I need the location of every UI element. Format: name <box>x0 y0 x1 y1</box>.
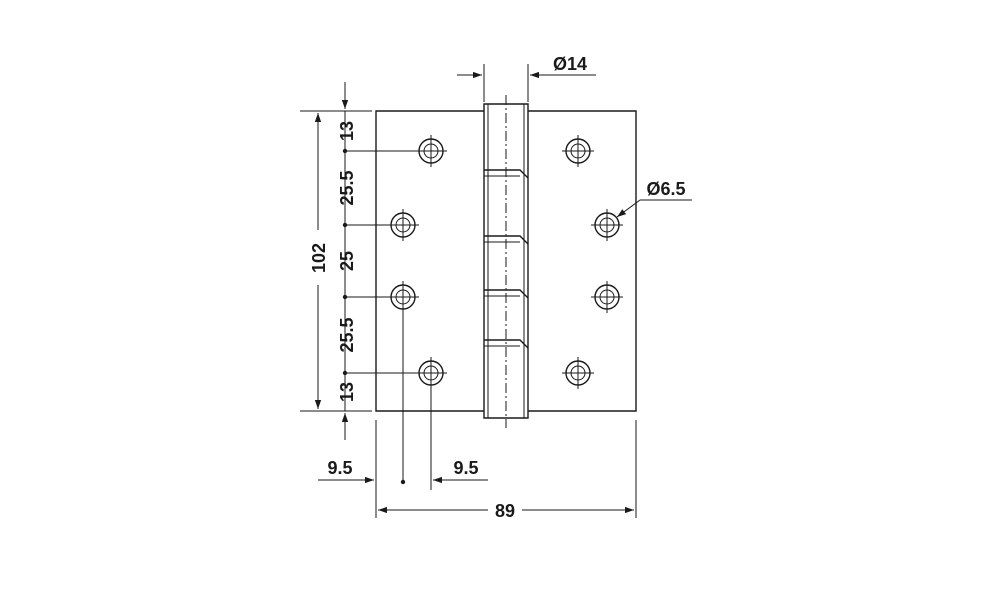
screw-hole <box>591 281 623 313</box>
pin-diameter-label: Ø14 <box>553 54 587 74</box>
screw-holes <box>387 135 623 389</box>
total-height-label: 102 <box>309 243 329 273</box>
inner-offset-label: 9.5 <box>453 458 478 478</box>
screw-hole <box>562 135 594 167</box>
hinge-knuckle <box>483 95 529 428</box>
screw-hole <box>387 281 419 313</box>
hole-diameter-leader <box>616 199 692 218</box>
screw-hole <box>562 357 594 389</box>
left-offset-label: 9.5 <box>327 458 352 478</box>
screw-hole <box>591 209 623 241</box>
total-width-label: 89 <box>495 501 515 521</box>
hole-diameter-label: Ø6.5 <box>646 179 685 199</box>
screw-hole <box>415 357 447 389</box>
screw-hole <box>415 135 447 167</box>
segment-label-lower: 25.5 <box>337 317 357 352</box>
pin-diameter-dimension <box>457 64 596 102</box>
left-leaf <box>375 110 484 412</box>
segment-label-bottom: 13 <box>337 382 357 402</box>
bottom-extension-lines <box>375 313 637 518</box>
segment-label-upper: 25.5 <box>337 170 357 205</box>
segment-label-top: 13 <box>337 121 357 141</box>
right-leaf <box>528 110 637 412</box>
screw-hole <box>387 209 419 241</box>
segment-label-middle: 25 <box>337 251 357 271</box>
